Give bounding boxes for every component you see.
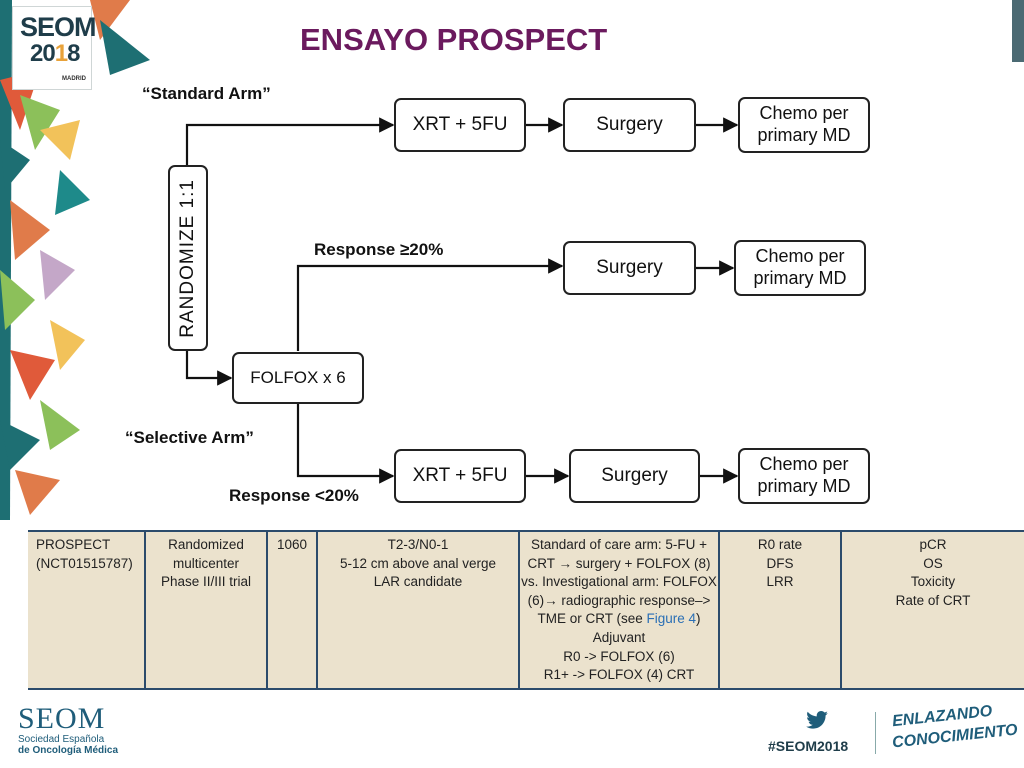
footer-brand-sub2: de Oncología Médica [18,745,119,756]
label-response-ge-20: Response ≥20% [314,240,444,259]
cell-arms: Standard of care arm: 5-FU + CRT → surge… [520,532,720,688]
footer-brand: SEOM [18,702,106,735]
bottom-surgery-box: Surgery [569,449,700,503]
footer-brand-sub1: Sociedad Española [18,734,105,745]
logo-brand: SEOM [20,12,97,42]
footer-hashtag: #SEOM2018 [768,738,849,754]
decorative-bar [1012,0,1024,62]
cell-sample-size: 1060 [268,532,318,688]
mid-surgery-box: Surgery [563,241,696,295]
logo-seom2018 [12,6,92,90]
top-surgery-box: Surgery [563,98,696,152]
twitter-icon [806,711,828,729]
bottom-xrt-box: XRT + 5FU [394,449,526,503]
cell-trial: PROSPECT(NCT01515787) [28,532,146,688]
logo-year: 2018 [30,40,80,67]
logo-city: MADRID [62,76,86,82]
slide-title: ENSAYO PROSPECT [300,22,608,57]
footer-divider [875,712,876,754]
label-selective-arm: “Selective Arm” [125,428,254,447]
folfox-box: FOLFOX x 6 [232,352,364,404]
top-xrt-box: XRT + 5FU [394,98,526,152]
label-response-lt-20: Response <20% [229,486,359,505]
randomize-box: RANDOMIZE 1:1 [168,165,208,351]
diagram-connectors [185,117,739,484]
label-standard-arm: “Standard Arm” [142,84,271,103]
figure-4-link[interactable]: Figure 4 [646,611,697,627]
